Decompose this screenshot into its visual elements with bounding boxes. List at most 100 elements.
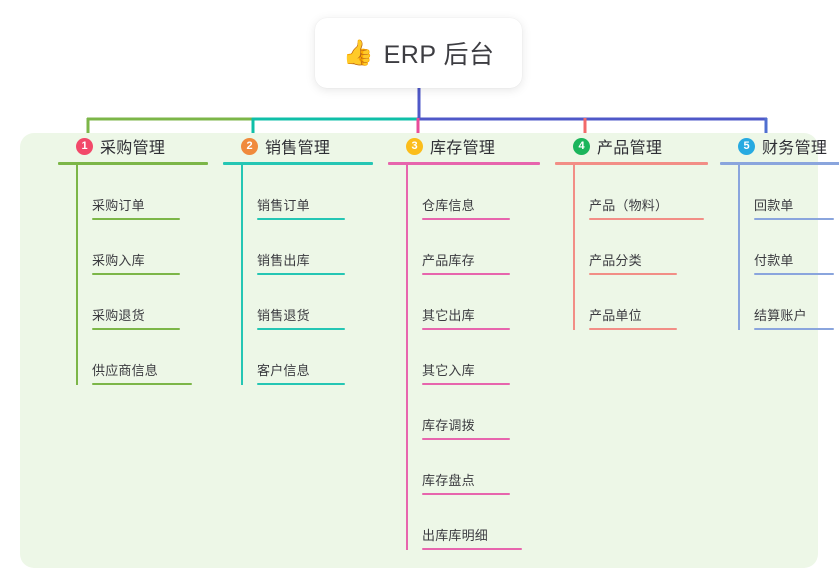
branch-item-underline (92, 218, 180, 220)
branch-header[interactable]: 5 财务管理 (720, 133, 839, 159)
branch-item-label: 采购订单 (92, 198, 145, 213)
mindmap-panel: 1 采购管理采购订单采购入库采购退货供应商信息 2 销售管理销售订单销售出库销售退货客… (20, 133, 839, 568)
branch-item-underline (257, 273, 345, 275)
branch-item-label: 产品库存 (422, 253, 475, 268)
branch-underline (720, 162, 839, 165)
branch-item[interactable]: 产品（物料） (573, 165, 708, 220)
branch-column: 1 采购管理采购订单采购入库采购退货供应商信息 (58, 133, 208, 385)
branch-item-underline (422, 383, 510, 385)
branch-number-badge: 4 (573, 137, 590, 155)
branch-item-underline (422, 218, 510, 220)
branch-item-underline (589, 218, 704, 220)
branch-item-label: 付款单 (754, 253, 794, 268)
branch-item[interactable]: 销售订单 (241, 165, 373, 220)
branch-underline (388, 162, 540, 165)
branch-header[interactable]: 4 产品管理 (555, 133, 708, 159)
branch-item-label: 销售退货 (257, 308, 310, 323)
branch-title: 财务管理 (762, 140, 828, 157)
branch-underline (58, 162, 208, 165)
branch-item-label: 仓库信息 (422, 198, 475, 213)
branch-item-label: 其它入库 (422, 363, 475, 378)
branch-item[interactable]: 仓库信息 (406, 165, 540, 220)
branch-item-label: 出库库明细 (422, 528, 489, 543)
branch-items: 产品（物料） 产品分类产品单位 (555, 165, 708, 330)
branch-item[interactable]: 采购退货 (76, 275, 208, 330)
branch-header[interactable]: 2 销售管理 (223, 133, 373, 159)
branch-item[interactable]: 出库库明细 (406, 495, 540, 550)
root-node-title: ERP 后台 (383, 41, 495, 69)
branch-title: 产品管理 (597, 140, 663, 157)
branch-spine (241, 165, 243, 385)
branch-item[interactable]: 采购入库 (76, 220, 208, 275)
branch-item-label: 产品单位 (589, 308, 642, 323)
branch-header[interactable]: 1 采购管理 (58, 133, 208, 159)
branch-item[interactable]: 产品库存 (406, 220, 540, 275)
branch-spine (76, 165, 78, 385)
branch-item-underline (257, 383, 345, 385)
branch-item-underline (92, 328, 180, 330)
branch-item[interactable]: 销售退货 (241, 275, 373, 330)
branch-item-label: 其它出库 (422, 308, 475, 323)
branch-item[interactable]: 其它入库 (406, 330, 540, 385)
branch-number-badge: 3 (406, 137, 423, 155)
branch-item-label: 结算账户 (754, 308, 807, 323)
branch-underline (555, 162, 708, 165)
branch-item[interactable]: 产品分类 (573, 220, 708, 275)
branch-number-badge: 1 (76, 137, 93, 155)
branch-item[interactable]: 销售出库 (241, 220, 373, 275)
branch-item[interactable]: 其它出库 (406, 275, 540, 330)
branch-item-label: 回款单 (754, 198, 794, 213)
branch-item-underline (754, 328, 834, 330)
branch-column: 2 销售管理销售订单销售出库销售退货客户信息 (223, 133, 373, 385)
branch-item-underline (92, 273, 180, 275)
branch-spine (738, 165, 740, 330)
branch-item[interactable]: 库存盘点 (406, 440, 540, 495)
branch-item-label: 供应商信息 (92, 363, 159, 378)
branch-item-underline (422, 273, 510, 275)
branch-item-label: 销售出库 (257, 253, 310, 268)
branch-item-label: 客户信息 (257, 363, 310, 378)
branch-item-label: 产品（物料） (589, 198, 669, 213)
branch-item-label: 产品分类 (589, 253, 642, 268)
branch-item[interactable]: 库存调拨 (406, 385, 540, 440)
branch-spine (406, 165, 408, 550)
branch-number-badge: 5 (738, 137, 755, 155)
branch-column: 5 财务管理回款单付款单结算账户 (720, 133, 839, 330)
thumbs-up-icon: 👍 (342, 38, 374, 67)
branch-item[interactable]: 采购订单 (76, 165, 208, 220)
branch-item[interactable]: 产品单位 (573, 275, 708, 330)
branch-item-underline (754, 218, 834, 220)
root-node-card[interactable]: 👍 ERP 后台 (315, 18, 522, 88)
branch-item-label: 采购入库 (92, 253, 145, 268)
branch-spine (573, 165, 575, 330)
branch-item-label: 库存调拨 (422, 418, 475, 433)
branch-item-label: 销售订单 (257, 198, 310, 213)
branch-number-badge: 2 (241, 137, 258, 155)
branch-column: 3 库存管理仓库信息产品库存其它出库其它入库库存调拨库存盘点出库库明细 (388, 133, 540, 550)
branch-item-underline (257, 328, 345, 330)
branch-items: 仓库信息产品库存其它出库其它入库库存调拨库存盘点出库库明细 (388, 165, 540, 550)
branch-header[interactable]: 3 库存管理 (388, 133, 540, 159)
branch-item-underline (589, 328, 677, 330)
branch-item-underline (422, 438, 510, 440)
branch-item-underline (754, 273, 834, 275)
branch-item-underline (422, 548, 522, 550)
branch-item[interactable]: 结算账户 (738, 275, 839, 330)
branch-item-underline (92, 383, 192, 385)
branch-title: 销售管理 (265, 140, 331, 157)
branch-item[interactable]: 客户信息 (241, 330, 373, 385)
branch-title: 采购管理 (100, 140, 166, 157)
branch-item[interactable]: 供应商信息 (76, 330, 208, 385)
branch-underline (223, 162, 373, 165)
branch-item-underline (589, 273, 677, 275)
branch-item-label: 采购退货 (92, 308, 145, 323)
branch-item-label: 库存盘点 (422, 473, 475, 488)
branch-items: 回款单付款单结算账户 (720, 165, 839, 330)
branch-item-underline (257, 218, 345, 220)
branch-item[interactable]: 付款单 (738, 220, 839, 275)
branch-item-underline (422, 493, 510, 495)
branch-column: 4 产品管理产品（物料） 产品分类产品单位 (555, 133, 708, 330)
branch-item-underline (422, 328, 510, 330)
branch-item[interactable]: 回款单 (738, 165, 839, 220)
branch-title: 库存管理 (430, 140, 496, 157)
